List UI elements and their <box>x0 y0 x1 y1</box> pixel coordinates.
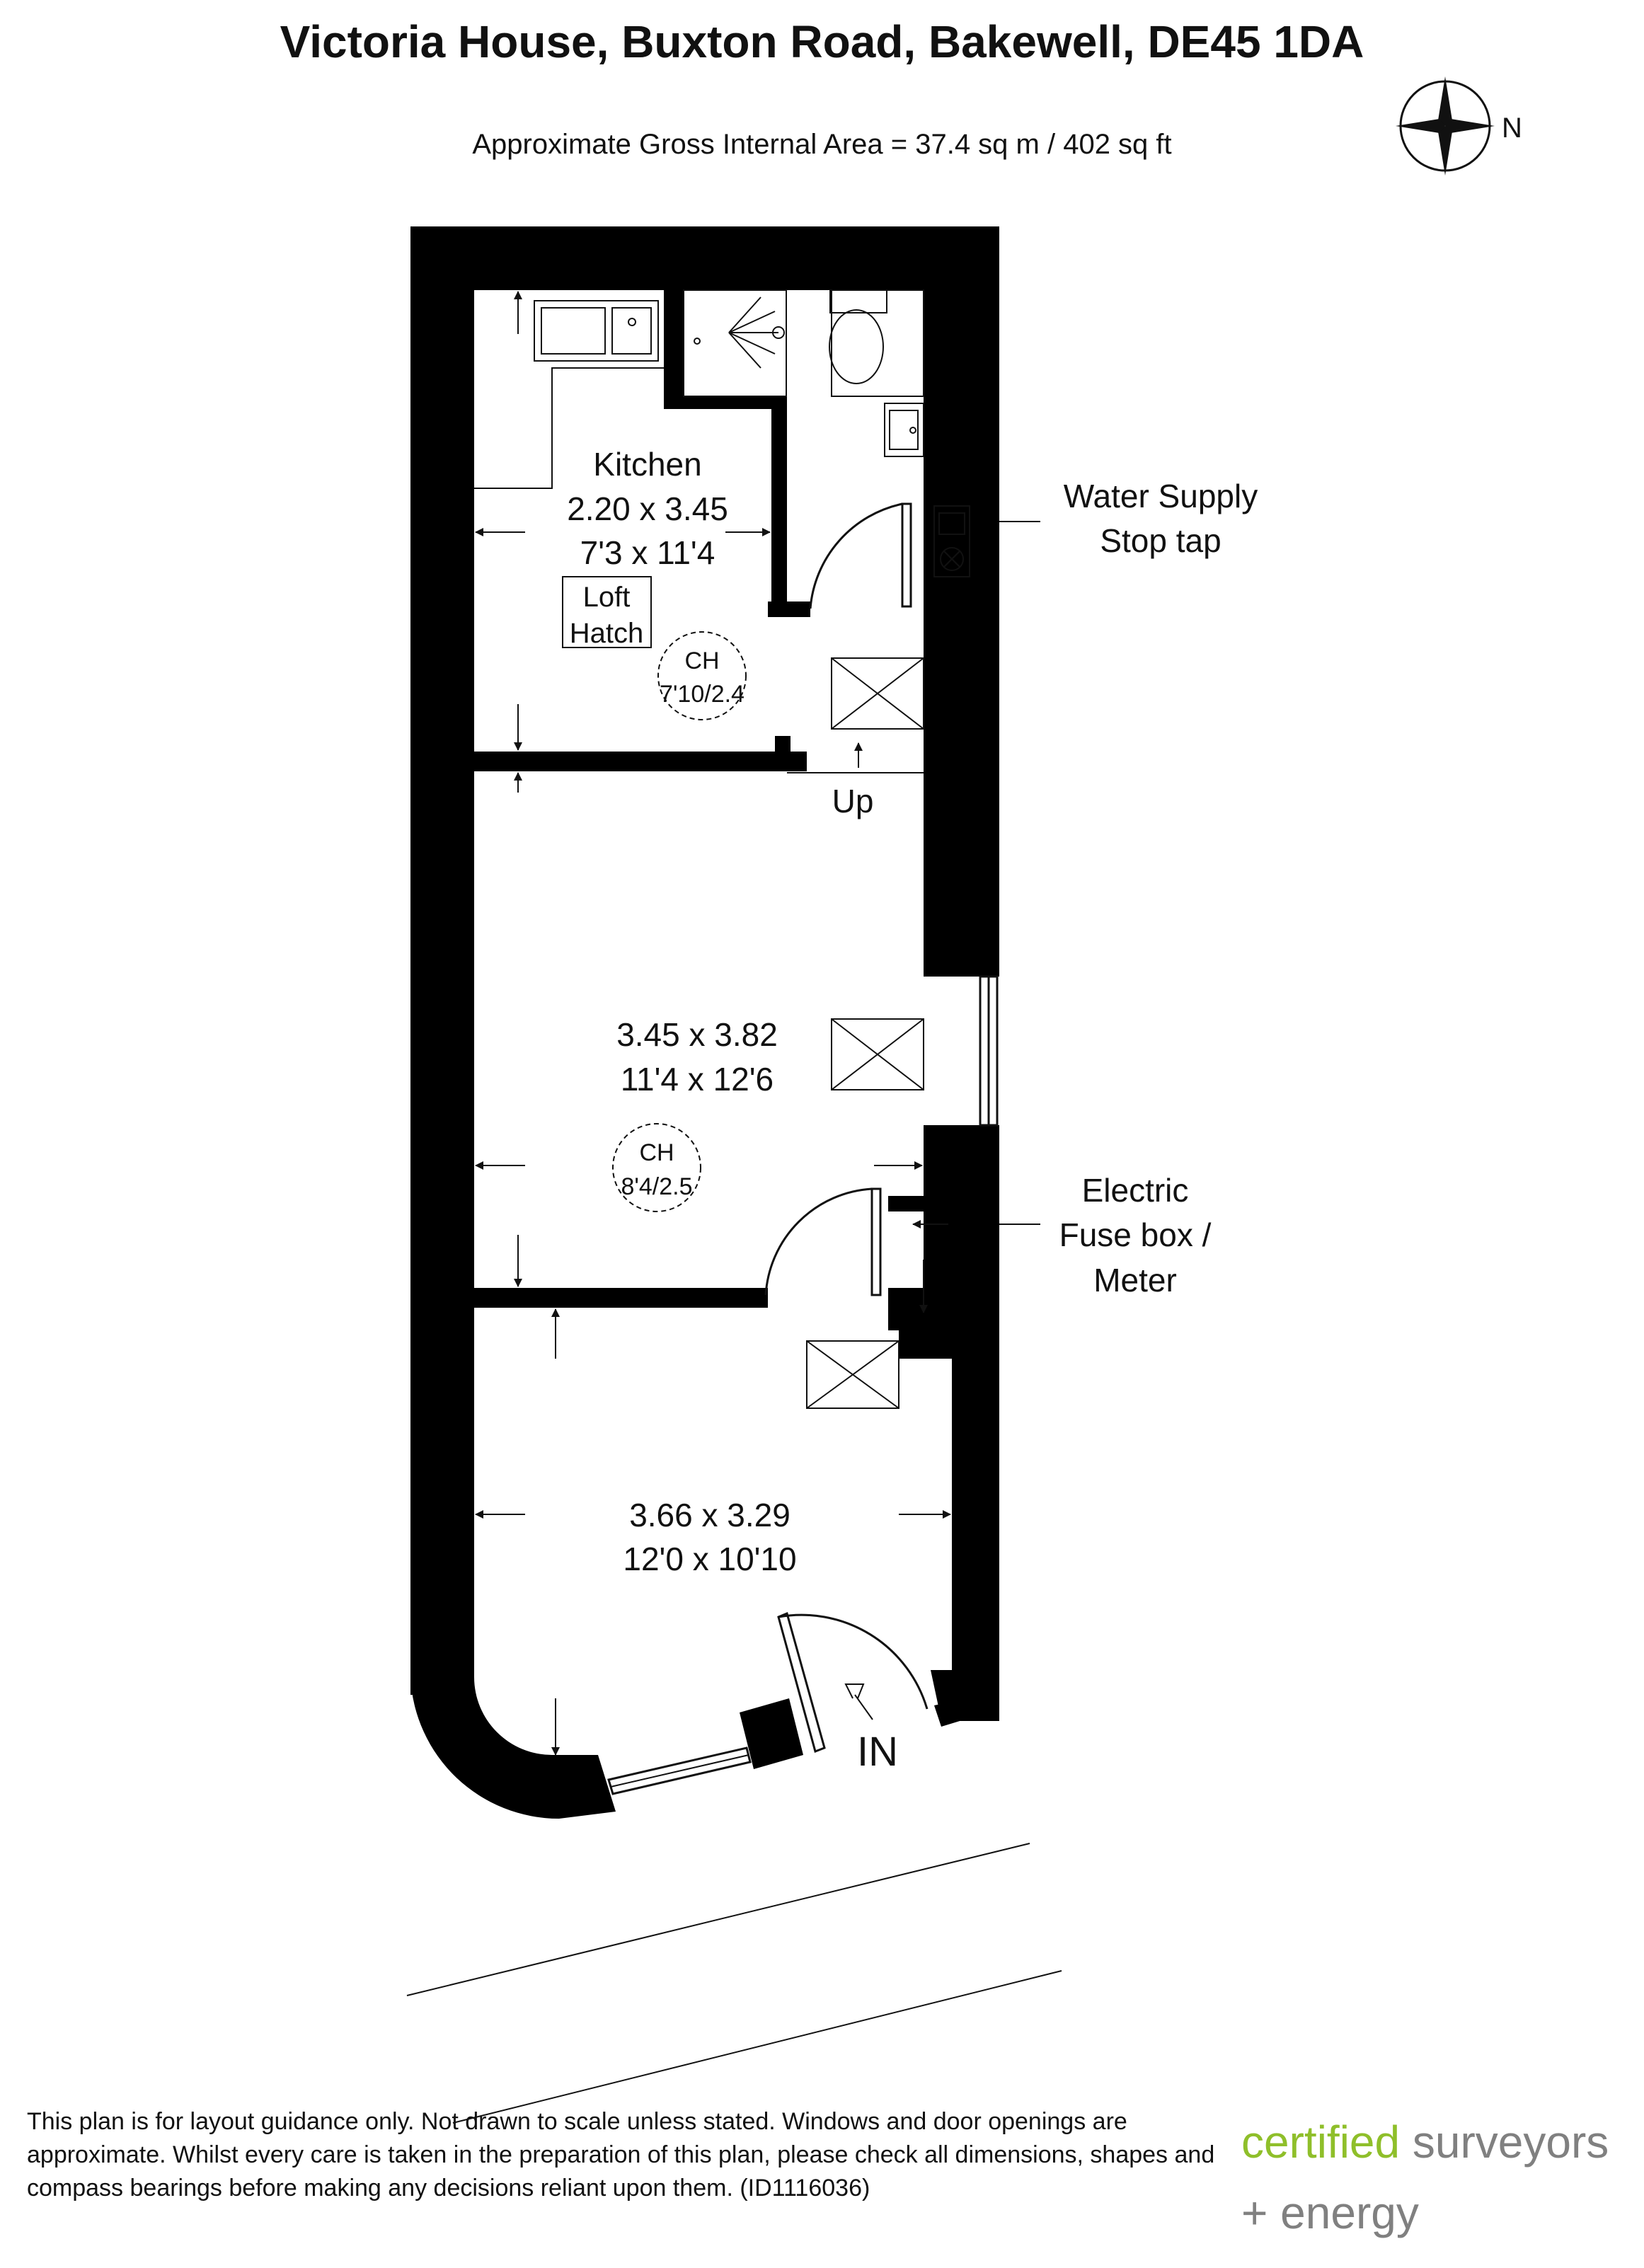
middle-room-metric: 3.45 x 3.82 <box>616 1016 778 1053</box>
entrance-arrow-icon <box>844 1683 873 1720</box>
skylights <box>806 657 924 1409</box>
loft-hatch <box>562 576 652 648</box>
middle-ch-value: 8'4/2.5 <box>621 1173 692 1200</box>
ceiling-height-marker <box>657 631 747 720</box>
brand-word-certified: certified <box>1241 2117 1401 2168</box>
walls <box>410 226 999 1819</box>
fuse-box-label: Fuse box / <box>1059 1216 1212 1253</box>
water-supply-label: Water Supply <box>1064 478 1258 514</box>
street-lines <box>406 1843 1062 2124</box>
front-room-imperial: 12'0 x 10'10 <box>623 1541 796 1577</box>
doors <box>764 502 929 1753</box>
kitchen-units <box>474 300 664 489</box>
kitchen-ch-value: 7'10/2.4 <box>660 681 745 708</box>
compass-icon <box>1396 76 1495 175</box>
gross-area-text: Approximate Gross Internal Area = 37.4 s… <box>472 129 1172 160</box>
compass-north-label: N <box>1502 113 1522 144</box>
loft-hatch-line1: Loft <box>583 582 631 613</box>
electric-label: Electric <box>1082 1172 1189 1209</box>
kitchen-ch-label: CH <box>684 647 719 674</box>
entrance-label: IN <box>857 1729 898 1775</box>
middle-ch-label: CH <box>639 1139 674 1166</box>
stop-tap-label: Stop tap <box>1100 522 1221 559</box>
disclaimer-text: This plan is for layout guidance only. N… <box>27 2108 1215 2201</box>
kitchen-imperial: 7'3 x 11'4 <box>580 534 715 571</box>
page-title: Victoria House, Buxton Road, Bakewell, D… <box>280 16 1364 67</box>
brand-word-surveyors: surveyors <box>1400 2117 1609 2168</box>
dimension-arrows <box>475 528 951 1756</box>
loft-hatch-line2: Hatch <box>570 618 644 649</box>
meter-label: Meter <box>1093 1262 1177 1299</box>
middle-room-imperial: 11'4 x 12'6 <box>621 1061 774 1098</box>
brand-logo-line1: certified surveyors <box>1241 2116 1609 2168</box>
kitchen-name: Kitchen <box>593 446 701 483</box>
brand-logo-line2: + energy <box>1241 2187 1419 2238</box>
kitchen-metric: 2.20 x 3.45 <box>567 490 728 527</box>
bathroom-fixtures <box>683 289 970 577</box>
front-room-metric: 3.66 x 3.29 <box>629 1497 791 1533</box>
ceiling-height-marker <box>612 1123 701 1212</box>
stairs-up-label: Up <box>832 783 874 819</box>
